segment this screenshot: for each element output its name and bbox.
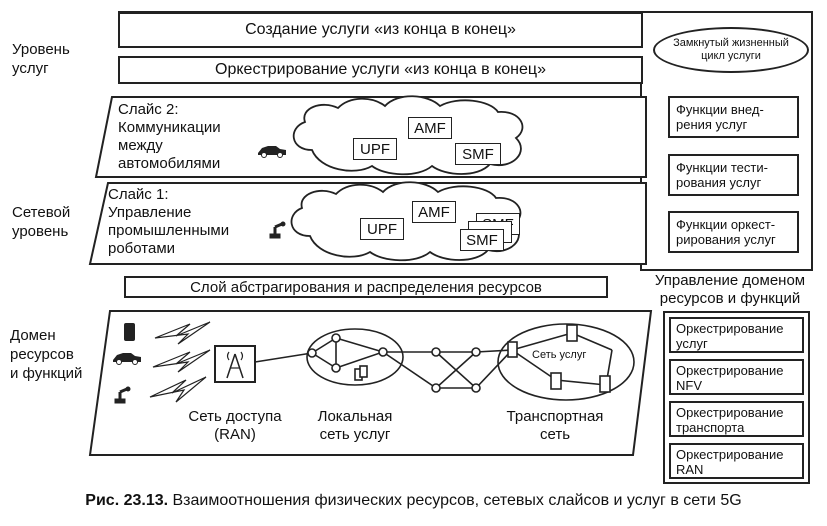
slice-1-upf: UPF	[360, 218, 404, 240]
ran-orchestration-box: Оркестрирование RAN	[669, 443, 804, 479]
level-label-service: Уровень услуг	[12, 41, 70, 77]
level-label-domain: Домен ресурсов и функций	[10, 327, 83, 382]
slice-2-title: Слайс 2: Коммуникации между автомобилями	[118, 101, 221, 172]
level-label-network: Сетевой уровень	[12, 204, 71, 240]
caption-label: Рис. 23.13.	[85, 492, 169, 509]
domain-mgmt-frame	[663, 311, 810, 484]
service-deployment-functions: Функции внед- рения услуг	[668, 96, 799, 138]
service-net-label: Сеть услуг	[532, 349, 587, 361]
local-service-ellipse	[306, 328, 404, 386]
nfv-orchestration-box: Оркестрирование NFV	[669, 359, 804, 395]
transport-network-label: Транспортная сеть	[506, 408, 604, 443]
radio-link-icons	[149, 321, 211, 403]
transport-ellipse	[497, 323, 635, 401]
lifecycle-label: Замкнутый жизненный цикл услуги	[673, 37, 789, 62]
slice-1-smf: SMF	[460, 229, 504, 251]
service-orchestration-functions: Функции оркест- рирования услуг	[668, 211, 799, 253]
lifecycle-ellipse: Замкнутый жизненный цикл услуги	[653, 27, 809, 73]
network-nodes	[307, 333, 481, 393]
access-network-label: Сеть доступа (RAN)	[188, 408, 282, 443]
service-orchestration-box: Оркестрирование услуг	[669, 317, 804, 353]
slice-1-amf: AMF	[412, 201, 456, 223]
slice-1-title: Слайс 1: Управление промышленными робота…	[108, 186, 230, 257]
caption-text: Взаимоотношения физических ресурсов, сет…	[168, 492, 742, 509]
domain-mgmt-title: Управление доменом ресурсов и функций	[654, 272, 806, 307]
e2e-orchestration-box: Оркестрирование услуги «из конца в конец…	[118, 56, 643, 84]
figure-caption: Рис. 23.13. Взаимоотношения физических р…	[0, 492, 827, 510]
slice-2-amf: AMF	[408, 117, 452, 139]
slice-2-smf: SMF	[455, 143, 501, 165]
local-network-label: Локальная сеть услуг	[317, 408, 393, 443]
network-links	[254, 332, 613, 389]
abstraction-layer-box: Слой абстрагирования и распределения рес…	[124, 276, 608, 298]
server-icons	[354, 324, 611, 393]
slice-2-upf: UPF	[353, 138, 397, 160]
e2e-service-creation-box: Создание услуги «из конца в конец»	[118, 12, 643, 48]
service-testing-functions: Функции тести- рования услуг	[668, 154, 799, 196]
transport-orchestration-box: Оркестрирование транспорта	[669, 401, 804, 437]
